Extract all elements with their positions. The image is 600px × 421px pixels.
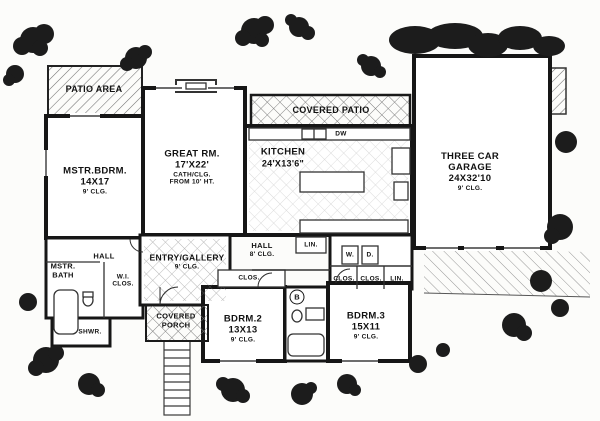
- covered-patio-label: COVERED PATIO: [292, 104, 370, 115]
- closet-util-a-label: CLOS.: [333, 275, 355, 283]
- floor-hatch-group: [144, 130, 408, 342]
- master-bath-label: MSTR. BATH: [50, 261, 76, 279]
- bedroom2-label: BDRM.2 13X13 9' CLG.: [223, 313, 263, 344]
- great-room-label: GREAT RM. 17'X22' CATH/CLG. FROM 10' HT.: [164, 148, 220, 186]
- patio-area-label: PATIO AREA: [65, 83, 123, 94]
- front-walkway: [163, 340, 191, 416]
- kitchen-label: KITCHEN 24'X13'6": [260, 146, 306, 169]
- washer-label: W.: [345, 251, 355, 259]
- outdoor-areas: [47, 65, 567, 130]
- fixtures-group: [46, 79, 412, 357]
- hall-center-label: HALL 8' CLG.: [249, 240, 275, 258]
- bedroom3-label: BDRM.3 15X11 9' CLG.: [346, 310, 386, 341]
- hall-left-label: HALL: [93, 251, 115, 261]
- entry-gallery-label: ENTRY/GALLERY 9' CLG.: [149, 252, 225, 271]
- dishwasher-label: DW: [335, 130, 347, 138]
- master-bedroom-label: MSTR.BDRM. 14X17 9' CLG.: [63, 165, 127, 196]
- linen-hall-label: LIN.: [304, 241, 318, 249]
- garage-label: THREE CAR GARAGE 24X32'10 9' CLG.: [440, 150, 500, 192]
- driveway: [423, 249, 591, 298]
- closet-bdrm2-label: CLOS.: [238, 274, 260, 282]
- closet-util-b-label: CLOS.: [360, 275, 382, 283]
- doors-group: [129, 238, 351, 306]
- trees-group: [3, 14, 577, 405]
- covered-porch-label: COVERED PORCH: [156, 311, 196, 329]
- dryer-label: D.: [366, 251, 374, 259]
- marker-b-circle: B: [289, 289, 305, 305]
- windows-group: [43, 85, 540, 364]
- shower-label: SHWR.: [78, 328, 102, 336]
- linen-util-label: LIN.: [390, 275, 404, 283]
- walk-in-closet-label: W.I. CLOS.: [112, 273, 134, 288]
